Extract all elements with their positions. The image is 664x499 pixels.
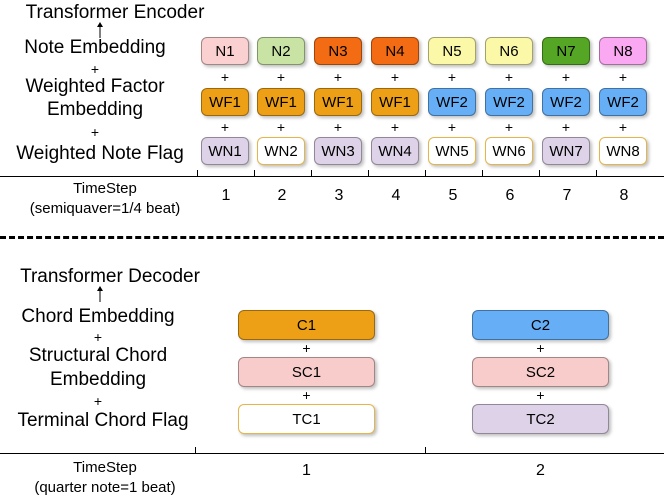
factor-box-5: WF2 — [428, 88, 476, 116]
decoder-tick-1 — [195, 447, 196, 453]
decoder-plus-2-1: + — [536, 340, 545, 356]
note-box-2: N2 — [257, 37, 305, 65]
encoder-plus-2-7: + — [561, 119, 571, 135]
weighted-factor-label-line1: Weighted Factor — [25, 76, 165, 97]
note-box-1: N1 — [201, 37, 249, 65]
factor-box-1: WF1 — [201, 88, 249, 116]
encoder-timeline — [0, 176, 664, 177]
flag-box-8: WN8 — [599, 137, 647, 165]
encoder-timestep-3: 3 — [334, 187, 344, 204]
encoder-plus-1-5: + — [447, 69, 457, 85]
flag-box-5: WN5 — [428, 137, 476, 165]
decoder-plus-1-1: + — [302, 340, 311, 356]
encoder-arrow-icon — [94, 22, 106, 38]
note-box-3: N3 — [314, 37, 362, 65]
decoder-label-plus-1: + — [93, 329, 103, 345]
decoder-label-plus-2: + — [93, 393, 103, 409]
note-box-8: N8 — [599, 37, 647, 65]
terminal-chord-box-2: TC2 — [472, 404, 609, 434]
flag-box-1: WN1 — [201, 137, 249, 165]
encoder-timestep-unit: (semiquaver=1/4 beat) — [29, 200, 181, 217]
structural-chord-box-1: SC1 — [238, 357, 375, 387]
encoder-label-plus-2: + — [90, 124, 100, 140]
decoder-timestep-1: 1 — [302, 462, 311, 479]
factor-box-6: WF2 — [485, 88, 533, 116]
weighted-factor-label-line2: Embedding — [46, 99, 144, 120]
encoder-tick-6 — [482, 170, 483, 176]
encoder-timestep-8: 8 — [619, 187, 629, 204]
flag-box-2: WN2 — [257, 137, 305, 165]
encoder-plus-1-8: + — [618, 69, 628, 85]
terminal-chord-flag-label: Terminal Chord Flag — [17, 410, 189, 431]
decoder-tick-2 — [425, 447, 426, 453]
decoder-arrow-icon — [94, 286, 106, 302]
flag-box-7: WN7 — [542, 137, 590, 165]
encoder-plus-2-2: + — [276, 119, 286, 135]
flag-box-4: WN4 — [371, 137, 419, 165]
encoder-timestep-2: 2 — [277, 187, 287, 204]
structural-chord-box-2: SC2 — [472, 357, 609, 387]
decoder-timestep-unit: (quarter note=1 beat) — [34, 479, 176, 496]
factor-box-3: WF1 — [314, 88, 362, 116]
encoder-tick-8 — [596, 170, 597, 176]
weighted-note-flag-label: Weighted Note Flag — [16, 143, 184, 164]
factor-box-7: WF2 — [542, 88, 590, 116]
flag-box-6: WN6 — [485, 137, 533, 165]
encoder-plus-2-3: + — [333, 119, 343, 135]
decoder-plus-1-2: + — [302, 387, 311, 403]
flag-box-3: WN3 — [314, 137, 362, 165]
decoder-timestep-2: 2 — [536, 462, 545, 479]
structural-chord-label-line2: Embedding — [49, 369, 147, 390]
chord-box-1: C1 — [238, 310, 375, 340]
encoder-tick-5 — [425, 170, 426, 176]
encoder-plus-2-1: + — [220, 119, 230, 135]
encoder-plus-1-6: + — [504, 69, 514, 85]
encoder-plus-1-2: + — [276, 69, 286, 85]
encoder-plus-1-7: + — [561, 69, 571, 85]
note-box-7: N7 — [542, 37, 590, 65]
decoder-title: Transformer Decoder — [20, 266, 200, 287]
encoder-title: Transformer Encoder — [25, 2, 205, 23]
encoder-tick-2 — [254, 170, 255, 176]
chord-box-2: C2 — [472, 310, 609, 340]
decoder-timeline — [0, 453, 664, 454]
decoder-plus-2-2: + — [536, 387, 545, 403]
encoder-plus-1-1: + — [220, 69, 230, 85]
structural-chord-label-line1: Structural Chord — [28, 345, 168, 366]
section-divider — [0, 236, 664, 239]
encoder-timestep-7: 7 — [562, 187, 572, 204]
encoder-plus-2-4: + — [390, 119, 400, 135]
chord-embedding-label: Chord Embedding — [21, 306, 175, 327]
encoder-tick-7 — [539, 170, 540, 176]
factor-box-8: WF2 — [599, 88, 647, 116]
encoder-timestep-label: TimeStep — [73, 180, 137, 197]
note-box-4: N4 — [371, 37, 419, 65]
encoder-timestep-5: 5 — [448, 187, 458, 204]
note-box-5: N5 — [428, 37, 476, 65]
encoder-tick-3 — [311, 170, 312, 176]
encoder-plus-2-6: + — [504, 119, 514, 135]
encoder-timestep-6: 6 — [505, 187, 515, 204]
encoder-tick-4 — [368, 170, 369, 176]
encoder-plus-1-3: + — [333, 69, 343, 85]
encoder-plus-2-8: + — [618, 119, 628, 135]
encoder-label-plus-1: + — [90, 61, 100, 77]
factor-box-4: WF1 — [371, 88, 419, 116]
terminal-chord-box-1: TC1 — [238, 404, 375, 434]
note-embedding-label: Note Embedding — [24, 37, 166, 58]
decoder-timestep-label: TimeStep — [73, 459, 137, 476]
encoder-timestep-1: 1 — [221, 187, 231, 204]
note-box-6: N6 — [485, 37, 533, 65]
encoder-timestep-4: 4 — [391, 187, 401, 204]
encoder-plus-1-4: + — [390, 69, 400, 85]
encoder-plus-2-5: + — [447, 119, 457, 135]
factor-box-2: WF1 — [257, 88, 305, 116]
encoder-tick-1 — [197, 170, 198, 176]
